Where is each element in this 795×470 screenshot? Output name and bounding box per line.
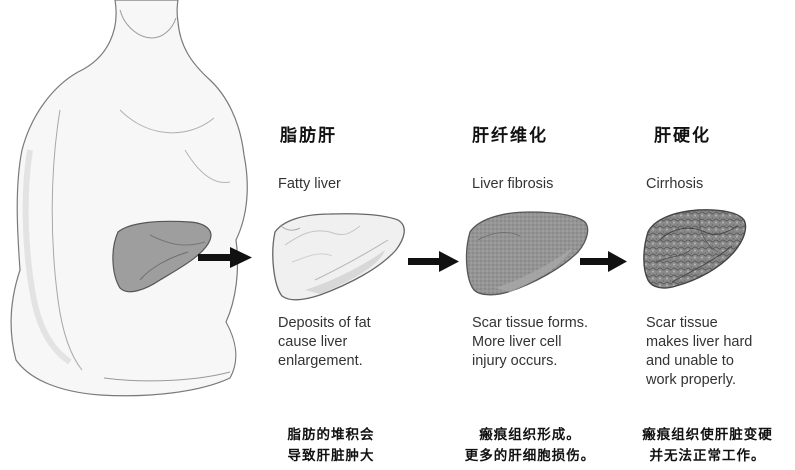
fibrosis-liver-illustration — [467, 212, 588, 295]
cirrhosis-liver-illustration — [644, 210, 746, 288]
stage-3-en-title: Cirrhosis — [646, 176, 703, 192]
stage-3-zh-title: 肝硬化 — [654, 121, 711, 146]
stage-1-zh-desc: 脂肪的堆积会 导致肝脏肿大 — [256, 425, 406, 467]
fatty-liver-illustration — [273, 214, 404, 300]
stage-3-zh-desc: 瘢痕组织使肝脏变硬 并无法正常工作。 — [620, 425, 795, 467]
stage-2-en-title: Liver fibrosis — [472, 176, 553, 192]
stage-2-zh-desc: 瘢痕组织形成。 更多的肝细胞损伤。 — [440, 425, 620, 467]
stage-3-en-desc: Scar tissue makes liver hard and unable … — [646, 314, 752, 390]
stage-2-en-desc: Scar tissue forms. More liver cell injur… — [472, 314, 588, 371]
stage-1-en-desc: Deposits of fat cause liver enlargement. — [278, 314, 371, 371]
stage-1-en-title: Fatty liver — [278, 176, 341, 192]
torso-figure — [11, 0, 247, 396]
arrow-2 — [408, 251, 459, 272]
stage-2-zh-title: 肝纤维化 — [472, 121, 548, 146]
stage-1-zh-title: 脂肪肝 — [280, 121, 337, 146]
arrow-3 — [580, 251, 627, 272]
